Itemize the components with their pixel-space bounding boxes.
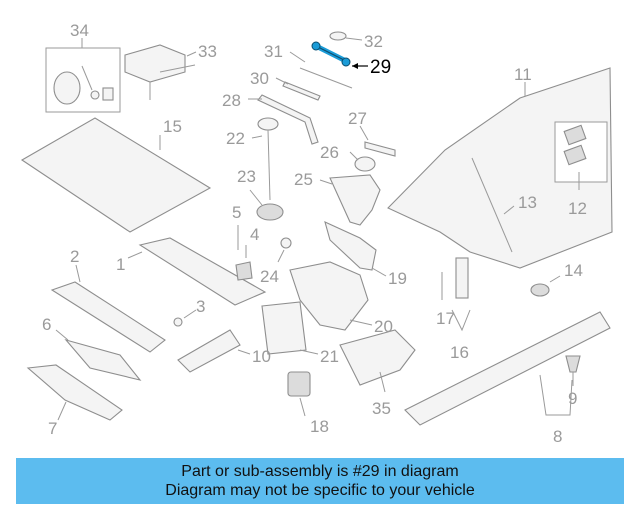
callout-18: 18 <box>310 417 329 436</box>
part-7-trim <box>26 364 123 421</box>
callout-25: 25 <box>294 170 313 189</box>
callout-7: 7 <box>48 419 57 438</box>
callout-21: 21 <box>320 347 339 366</box>
callout-29-highlighted: 29 <box>370 57 391 78</box>
part-27-bolt <box>359 125 396 157</box>
callout-5: 5 <box>232 203 241 222</box>
info-banner: Part or sub-assembly is #29 in diagram D… <box>16 458 624 504</box>
part-14-bumper <box>530 275 561 297</box>
callout-20: 20 <box>374 317 393 336</box>
part-10-grille <box>177 329 251 373</box>
callout-4: 4 <box>250 225 259 244</box>
part-15-floor-mat <box>20 117 212 233</box>
part-22-jack <box>251 117 279 201</box>
callout-6: 6 <box>42 315 51 334</box>
callout-2: 2 <box>70 247 79 266</box>
part-31-rod <box>289 51 353 89</box>
callout-32: 32 <box>364 32 383 51</box>
callout-35: 35 <box>372 399 391 418</box>
callout-1: 1 <box>116 255 125 274</box>
callout-13: 13 <box>518 193 537 212</box>
part-32-washer <box>329 31 363 41</box>
part-12-emblem-kit <box>554 121 608 190</box>
part-8-sill-plate <box>404 311 611 426</box>
callout-14: 14 <box>564 261 583 280</box>
callout-33: 33 <box>198 42 217 61</box>
part-21-plate <box>261 301 319 355</box>
callout-labels: 34 33 32 31 29 30 28 27 11 15 22 26 25 2… <box>42 21 587 446</box>
part-4-clip <box>235 245 253 281</box>
callout-27: 27 <box>348 109 367 128</box>
part-16-bracket <box>451 257 471 332</box>
part-29-wrench-highlighted <box>311 41 368 69</box>
part-3-screw <box>173 309 197 327</box>
callout-28: 28 <box>222 91 241 110</box>
part-34-kit <box>45 38 121 113</box>
callout-30: 30 <box>250 69 269 88</box>
parts-diagram: 34 33 32 31 29 30 28 27 11 15 22 26 25 2… <box>20 21 613 446</box>
part-30-handle <box>275 77 321 101</box>
callout-22: 22 <box>226 129 245 148</box>
callout-15: 15 <box>163 117 182 136</box>
callout-19: 19 <box>388 269 407 288</box>
part-1-panel <box>127 237 267 306</box>
part-25-latch <box>319 174 381 226</box>
callout-12: 12 <box>568 199 587 218</box>
callout-31: 31 <box>264 42 283 61</box>
part-23-nut <box>249 189 284 221</box>
part-13-strut <box>471 157 515 253</box>
callout-10: 10 <box>252 347 271 366</box>
part-26-bracket <box>349 151 376 172</box>
callout-9: 9 <box>568 389 577 408</box>
part-20-lock-assembly <box>289 261 373 331</box>
callout-11: 11 <box>514 65 532 84</box>
part-28-jack-handle <box>248 94 319 145</box>
callout-3: 3 <box>196 297 205 316</box>
callout-26: 26 <box>320 143 339 162</box>
callout-17: 17 <box>436 309 455 328</box>
part-33-compressor <box>124 44 197 100</box>
part-19-bracket <box>324 221 387 277</box>
part-6-panel <box>55 329 142 381</box>
banner-line-1: Part or sub-assembly is #29 in diagram <box>181 463 459 480</box>
part-2-trim <box>50 264 166 353</box>
part-35-bracket <box>339 329 416 393</box>
callout-24: 24 <box>260 267 279 286</box>
callout-34: 34 <box>70 21 89 40</box>
part-9-clip <box>565 355 581 386</box>
part-24-plug <box>277 237 292 263</box>
part-18-switch <box>287 371 311 417</box>
banner-line-2: Diagram may not be specific to your vehi… <box>165 482 475 499</box>
callout-8: 8 <box>553 427 562 446</box>
callout-16: 16 <box>450 343 469 362</box>
part-11-trunk-lid <box>387 67 613 269</box>
callout-23: 23 <box>237 167 256 186</box>
